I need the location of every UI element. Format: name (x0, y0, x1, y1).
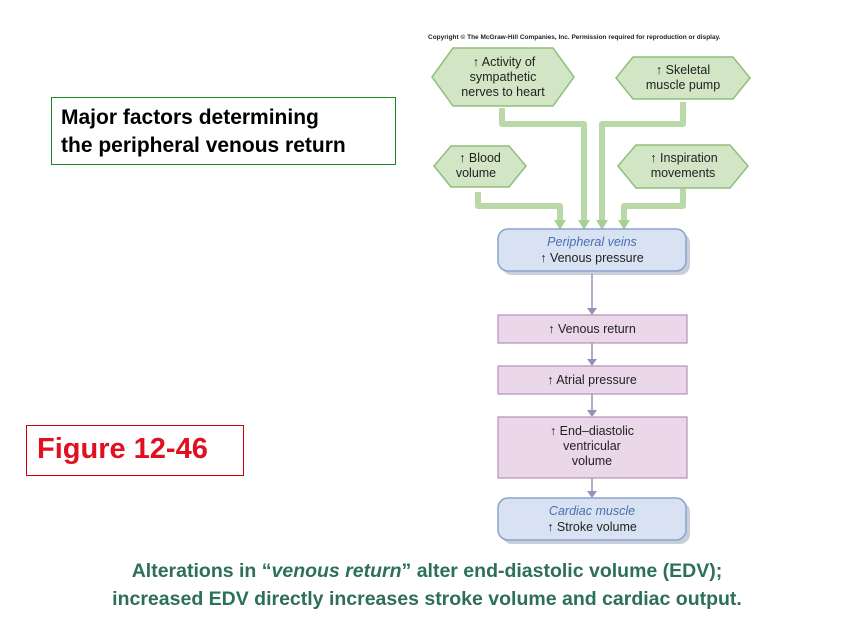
factor-arrowheads (554, 220, 630, 230)
title-line-2: the peripheral venous return (61, 134, 346, 157)
blue-box (497, 497, 687, 541)
factor-text-line: Blood (469, 151, 501, 165)
step-atrial-pressure: ↑ Atrial pressure (497, 365, 688, 395)
pink-box (497, 365, 688, 395)
connector-inspiration (621, 189, 686, 222)
step-heading: Cardiac muscle (549, 504, 635, 518)
hexagon-shape (433, 145, 527, 188)
connector-skeletal (599, 102, 686, 222)
factor-text-line: Skeletal (666, 63, 710, 77)
factor-blood: ↑ Blood volume (433, 145, 527, 188)
step-edv: ↑ End–diastolic ventricular volume (497, 416, 688, 479)
step-text-line: volume (572, 454, 612, 468)
title-line-1: Major factors determining (61, 106, 319, 129)
factor-arrow: ↑ (656, 63, 662, 77)
factor-connectors (475, 102, 686, 222)
factor-text-line: movements (651, 166, 716, 180)
title-box: Major factors determining the peripheral… (51, 97, 396, 165)
pink-box (497, 416, 688, 479)
factor-sympathetic: ↑ Activity of sympathetic nerves to hear… (431, 47, 575, 107)
factor-text-line: muscle pump (646, 78, 720, 92)
hexagon-shape (617, 144, 749, 189)
factor-arrow: ↑ (459, 151, 465, 165)
svg-text:↑ Blood: ↑ Blood (459, 151, 501, 165)
caption-line-2: increased EDV directly increases stroke … (112, 588, 742, 610)
svg-text:↑ Inspiration: ↑ Inspiration (650, 151, 717, 165)
step-text-line: ventricular (563, 439, 621, 453)
svg-text:↑ Activity of: ↑ Activity of (473, 55, 536, 69)
step-cardiac-muscle: Cardiac muscle ↑ Stroke volume (497, 497, 690, 544)
step-text-line: ↑ End–diastolic (550, 424, 634, 438)
factor-inspiration: ↑ Inspiration movements (617, 144, 749, 189)
factor-text-line: Activity of (482, 55, 536, 69)
step-text: ↑ Venous pressure (540, 251, 644, 265)
caption-emphasis: venous return (271, 560, 402, 582)
connector-blood (475, 192, 563, 222)
caption-line-1: Alterations in “venous return” alter end… (0, 557, 854, 585)
hexagon-shape (431, 47, 575, 107)
factor-text-line: Inspiration (660, 151, 718, 165)
caption-text: Alterations in “ (131, 560, 272, 582)
copyright-notice: Copyright © The McGraw-Hill Companies, I… (428, 34, 721, 41)
pink-box (497, 314, 688, 344)
factor-skeletal: ↑ Skeletal muscle pump (615, 56, 751, 100)
step-peripheral-veins: Peripheral veins ↑ Venous pressure (497, 228, 690, 275)
figure-label: Figure 12-46 (26, 425, 244, 476)
factor-arrow: ↑ (473, 55, 479, 69)
step-text: ↑ Venous return (548, 322, 636, 336)
caption-text: ” alter end-diastolic volume (EDV); (401, 560, 723, 582)
factor-text-line: nerves to heart (461, 85, 545, 99)
step-heading: Peripheral veins (547, 235, 637, 249)
connector-sympathetic (499, 108, 587, 222)
caption: Alterations in “venous return” alter end… (0, 557, 854, 613)
factor-text-line: sympathetic (470, 70, 537, 84)
step-text: ↑ Atrial pressure (547, 373, 637, 387)
blue-box (497, 228, 687, 272)
step-arrowheads (587, 308, 597, 498)
factor-text-line: volume (456, 166, 496, 180)
factor-arrow: ↑ (650, 151, 656, 165)
step-text: ↑ Stroke volume (547, 520, 637, 534)
hexagon-shape (615, 56, 751, 100)
svg-text:↑ Skeletal: ↑ Skeletal (656, 63, 710, 77)
step-venous-return: ↑ Venous return (497, 314, 688, 344)
